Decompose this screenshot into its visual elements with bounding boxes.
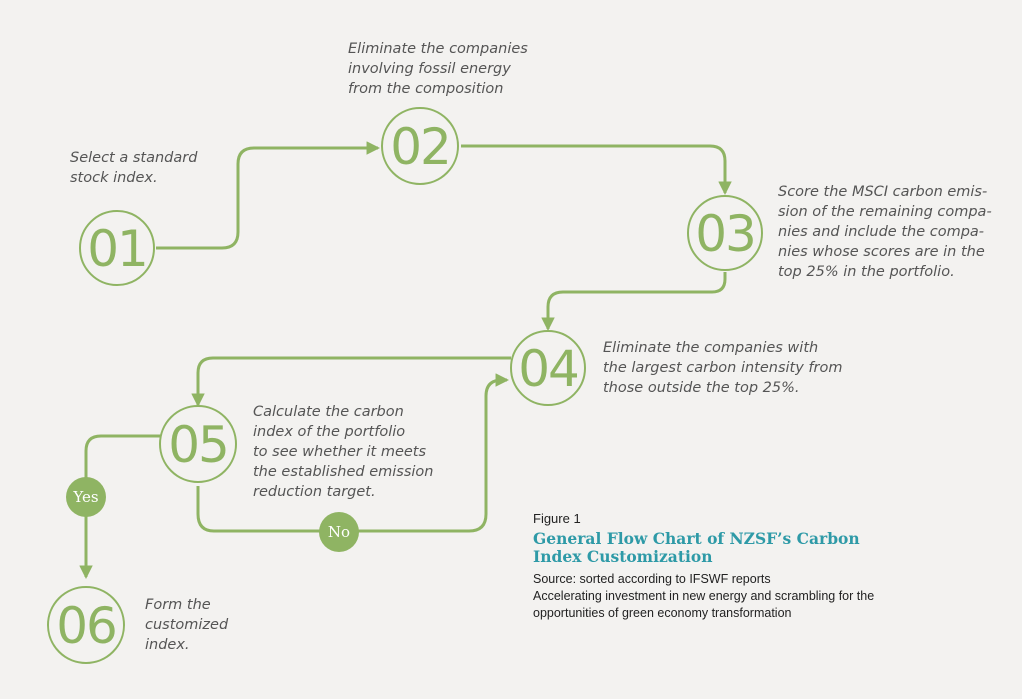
step-06-number: 06 bbox=[56, 597, 116, 655]
connector-05-yes-to-06 bbox=[79, 434, 163, 580]
figure-subtitle-line: opportunities of green economy transform… bbox=[533, 606, 792, 620]
connector-05-no-loop bbox=[196, 373, 510, 533]
step-03-number: 03 bbox=[695, 205, 755, 263]
step-04-circle bbox=[510, 330, 586, 406]
step-02-node: 02 bbox=[381, 107, 459, 185]
step-03-node: 03 bbox=[687, 195, 763, 271]
connector-03-to-04 bbox=[541, 272, 727, 332]
step-01-node: 01 bbox=[79, 210, 155, 286]
step-05-text-line: index of the portfolio bbox=[253, 424, 406, 440]
step-06-circle bbox=[47, 586, 125, 664]
step-03-description: Score the MSCI carbon emis- sion of the … bbox=[778, 182, 992, 282]
decision-no-label: No bbox=[328, 523, 350, 541]
decision-yes-label: Yes bbox=[72, 488, 98, 506]
step-04-node: 04 bbox=[510, 330, 586, 406]
step-01-circle bbox=[79, 210, 155, 286]
step-04-number: 04 bbox=[518, 340, 578, 398]
step-01-text-line: Select a standard bbox=[70, 150, 198, 166]
step-05-text-line: to see whether it meets bbox=[253, 444, 427, 460]
step-01-description: Select a standard stock index. bbox=[70, 148, 197, 188]
step-03-circle bbox=[687, 195, 763, 271]
figure-title: General Flow Chart of NZSF’s Carbon Inde… bbox=[533, 530, 893, 566]
step-04-text-line: those outside the top 25%. bbox=[603, 380, 800, 396]
step-05-circle bbox=[159, 405, 237, 483]
step-06-text-line: Form the bbox=[145, 597, 211, 613]
step-03-text-line: Score the MSCI carbon emis- bbox=[778, 184, 988, 200]
figure-source: Source: sorted according to IFSWF report… bbox=[533, 572, 771, 586]
step-05-text-line: reduction target. bbox=[253, 484, 376, 500]
step-04-description: Eliminate the companies with the largest… bbox=[603, 338, 842, 398]
step-06-text-line: index. bbox=[145, 637, 190, 653]
connector-01-to-02 bbox=[156, 141, 381, 250]
figure-title-line: Index Customization bbox=[533, 547, 713, 566]
step-05-text-line: Calculate the carbon bbox=[253, 404, 404, 420]
figure-subtitle: Accelerating investment in new energy an… bbox=[533, 588, 1003, 622]
figure-title-line: General Flow Chart of NZSF’s Carbon bbox=[533, 529, 860, 548]
step-01-number: 01 bbox=[87, 220, 147, 278]
step-05-text-line: the established emission bbox=[253, 464, 434, 480]
step-02-description: Eliminate the companies involving fossil… bbox=[348, 39, 528, 99]
step-02-circle bbox=[381, 107, 459, 185]
step-02-number: 02 bbox=[390, 118, 450, 176]
step-05-description: Calculate the carbon index of the portfo… bbox=[253, 402, 433, 502]
step-06-description: Form the customized index. bbox=[145, 595, 228, 655]
figure-caption: Figure 1 General Flow Chart of NZSF’s Ca… bbox=[533, 511, 1003, 622]
step-06-text-line: customized bbox=[145, 617, 229, 633]
step-03-text-line: nies whose scores are in the bbox=[778, 244, 985, 260]
connector-04-to-05 bbox=[191, 356, 511, 408]
decision-no-badge: No bbox=[319, 512, 359, 552]
step-03-text-line: sion of the remaining compa- bbox=[778, 204, 992, 220]
step-02-text-line: involving fossil energy bbox=[348, 61, 511, 77]
step-05-number: 05 bbox=[168, 416, 228, 474]
step-02-text-line: Eliminate the companies bbox=[348, 41, 528, 57]
step-03-text-line: nies and include the compa- bbox=[778, 224, 985, 240]
step-05-node: 05 bbox=[159, 405, 237, 483]
connector-02-to-03 bbox=[461, 144, 732, 196]
step-04-text-line: Eliminate the companies with bbox=[603, 340, 819, 356]
step-02-text-line: from the composition bbox=[348, 81, 504, 97]
figure-label: Figure 1 bbox=[533, 511, 581, 526]
decision-yes-badge: Yes bbox=[66, 477, 106, 517]
step-01-text-line: stock index. bbox=[70, 170, 158, 186]
step-06-node: 06 bbox=[47, 586, 125, 664]
step-03-text-line: top 25% in the portfolio. bbox=[778, 264, 955, 280]
step-04-text-line: the largest carbon intensity from bbox=[603, 360, 843, 376]
figure-subtitle-line: Accelerating investment in new energy an… bbox=[533, 589, 875, 603]
